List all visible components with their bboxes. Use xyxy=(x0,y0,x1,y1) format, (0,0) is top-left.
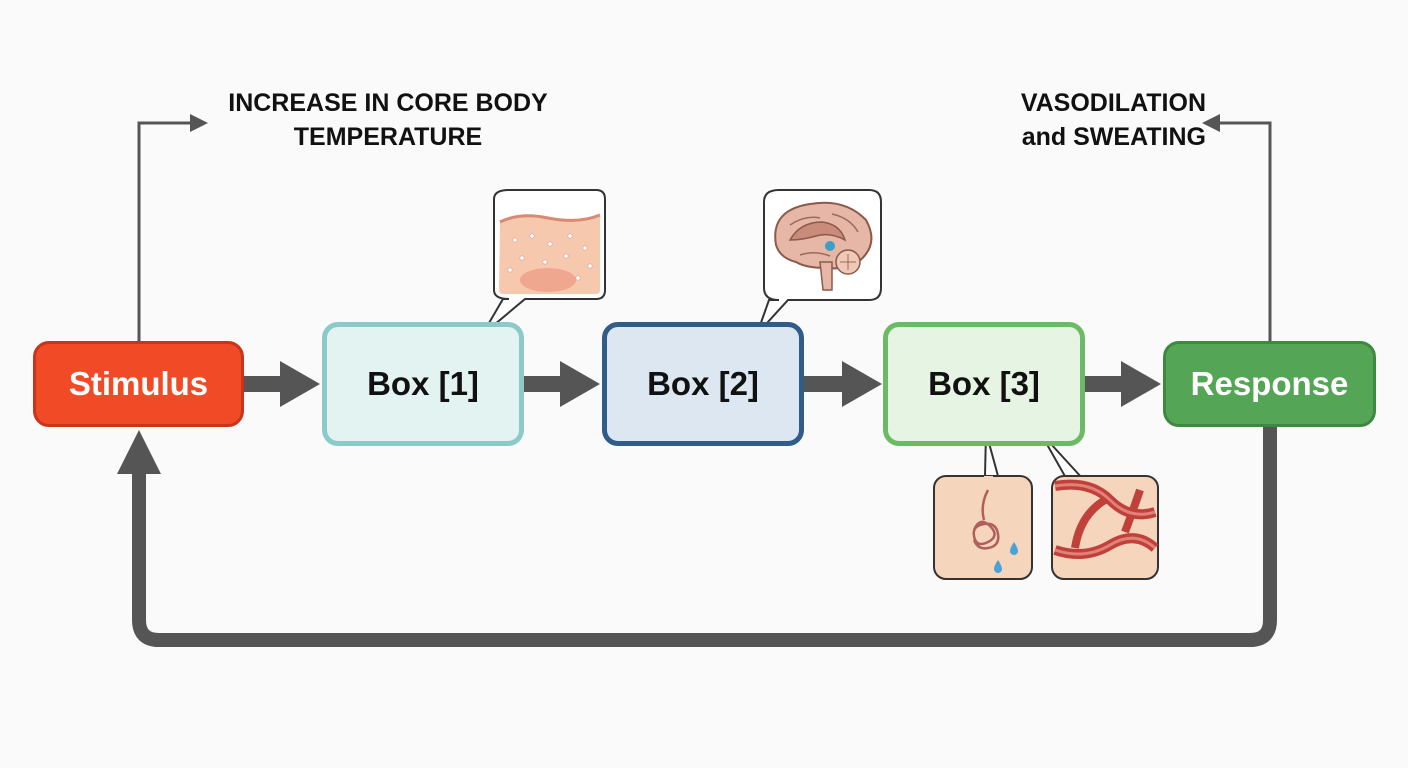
response-annotation: VASODILATION and SWEATING xyxy=(960,86,1206,154)
response-annotation-arrow xyxy=(1215,121,1272,341)
box-2-node: Box [2] xyxy=(602,322,804,446)
skin-sweat-icon xyxy=(481,189,606,336)
stimulus-annotation-arrow xyxy=(137,121,195,341)
response-annotation-line-2: and SWEATING xyxy=(1021,123,1206,151)
arrow-stimulus-to-box1 xyxy=(244,361,320,407)
box-3-node: Box [3] xyxy=(883,322,1085,446)
stimulus-annotation-line-1: INCREASE IN CORE BODY xyxy=(228,89,548,117)
response-annotation-line-1: VASODILATION xyxy=(1020,89,1206,117)
box-1-node: Box [1] xyxy=(322,322,524,446)
stimulus-annotation-line-2: TEMPERATURE xyxy=(293,123,483,151)
stimulus-annotation: INCREASE IN CORE BODY TEMPERATURE xyxy=(218,86,558,154)
brain-icon xyxy=(756,189,882,335)
sweat-gland-icon xyxy=(933,431,1033,580)
arrow-box1-to-box2 xyxy=(524,361,600,407)
stimulus-node: Stimulus xyxy=(33,341,244,427)
arrow-box2-to-box3 xyxy=(804,361,882,407)
feedback-loop-arrow xyxy=(117,427,1277,647)
response-node: Response xyxy=(1163,341,1376,427)
arrow-box3-to-response xyxy=(1085,361,1161,407)
blood-vessel-icon xyxy=(1039,431,1159,580)
